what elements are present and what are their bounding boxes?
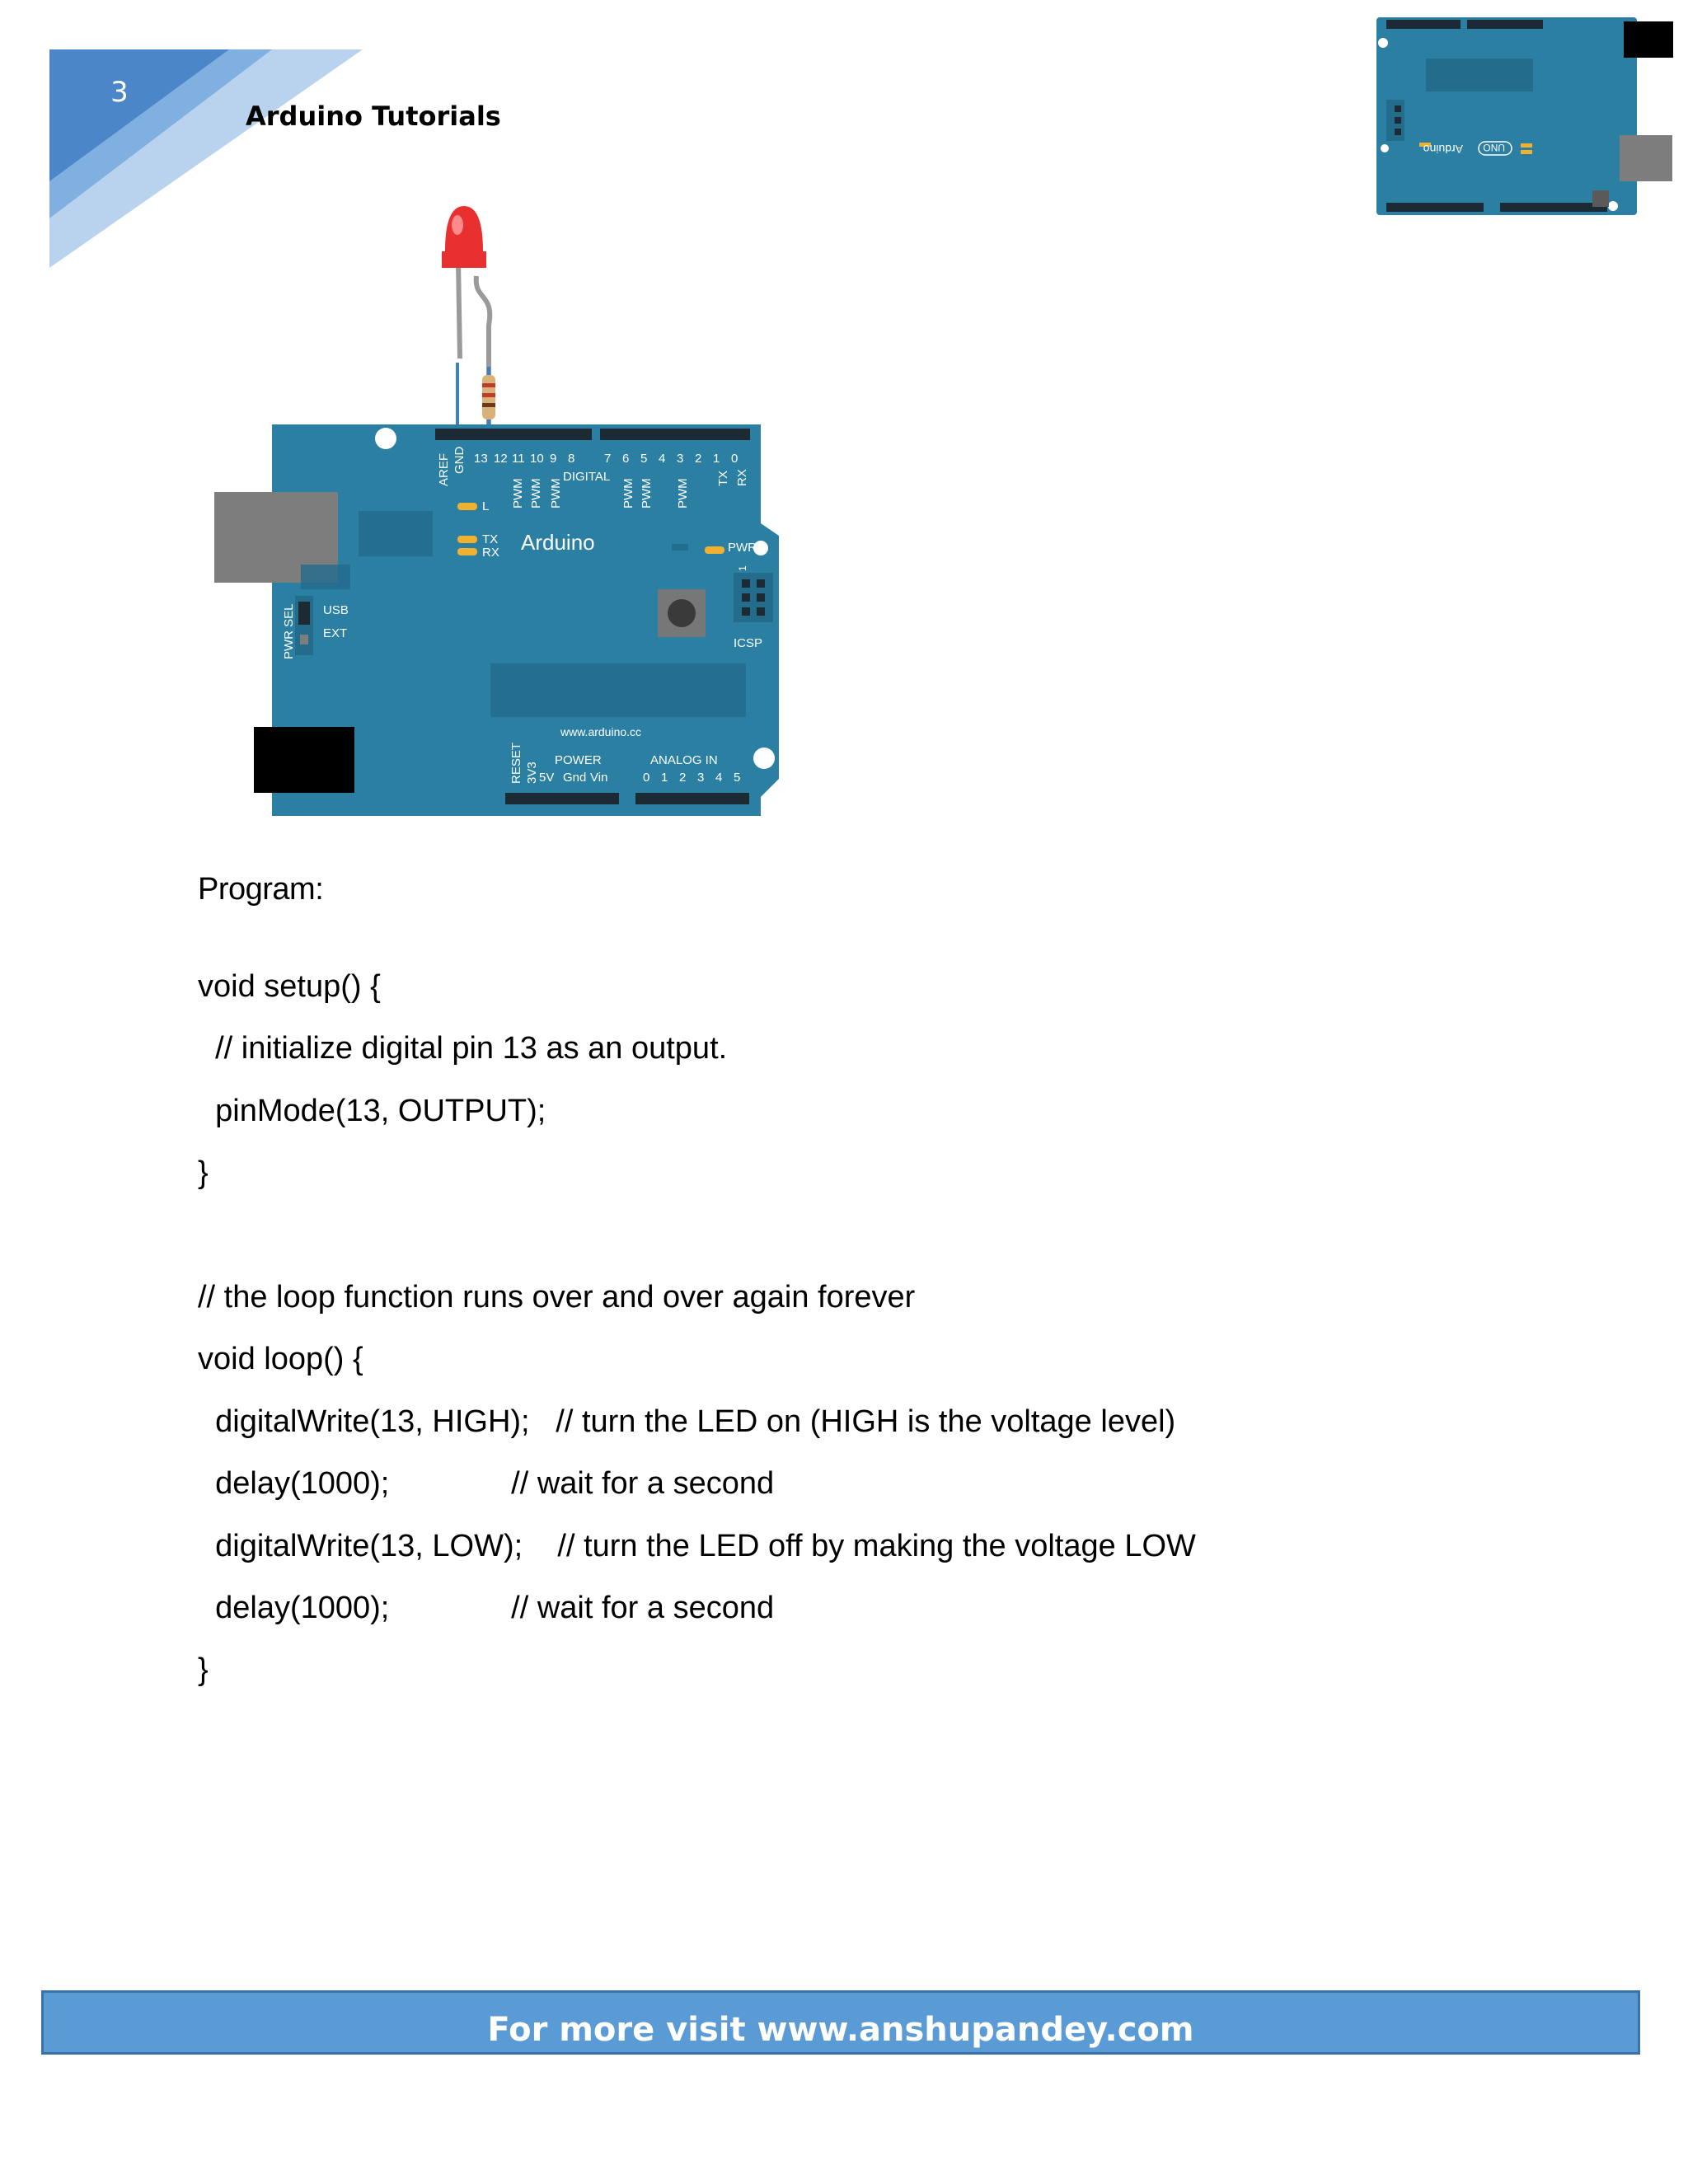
pin-label-12: 12 bbox=[494, 452, 508, 466]
code-line: } bbox=[198, 1155, 209, 1191]
header-decoration bbox=[49, 49, 363, 268]
ext-label: EXT bbox=[323, 626, 347, 640]
analog-pin-0: 0 bbox=[643, 771, 649, 785]
pin-label-11: 11 bbox=[512, 452, 525, 466]
digital-label: DIGITAL bbox=[563, 470, 610, 484]
icsp-header bbox=[734, 573, 773, 622]
pin-label-gnd: GND bbox=[452, 447, 467, 475]
analog-header bbox=[635, 793, 749, 804]
pwm-label-3: PWM bbox=[676, 478, 690, 509]
usb-label: USB bbox=[323, 603, 349, 617]
digital-header-right bbox=[600, 429, 750, 440]
code-line: delay(1000); // wait for a second bbox=[198, 1590, 775, 1625]
arduino-led-diagram: AREF GND 13 12 11 10 9 8 7 6 5 4 3 2 1 0… bbox=[214, 206, 779, 816]
analog-pin-4: 4 bbox=[715, 771, 722, 785]
pin-label-3: 3 bbox=[677, 452, 683, 466]
board-brand: Arduino bbox=[521, 530, 595, 555]
digital-header-left bbox=[435, 429, 592, 440]
pin-label-0: 0 bbox=[731, 452, 738, 466]
resistor bbox=[482, 375, 495, 419]
pin-label-aref: AREF bbox=[437, 453, 451, 486]
footer-bar: For more visit www.anshupandey.com bbox=[41, 1990, 1640, 2055]
pin-label-rx: RX bbox=[735, 469, 749, 486]
pwm-label-5: PWM bbox=[640, 478, 654, 509]
analog-pin-5: 5 bbox=[734, 771, 740, 785]
code-block: void setup() { // initialize digital pin… bbox=[198, 956, 1599, 1702]
pin-label-8: 8 bbox=[568, 452, 574, 466]
footer-link-text[interactable]: For more visit www.anshupandey.com bbox=[487, 2011, 1194, 2049]
pin-label-4: 4 bbox=[659, 452, 665, 466]
analog-pin-3: 3 bbox=[697, 771, 704, 785]
power-jack bbox=[254, 727, 354, 793]
analog-pin-2: 2 bbox=[679, 771, 686, 785]
pwr-label: PWR bbox=[728, 541, 757, 555]
pin-label-5: 5 bbox=[640, 452, 647, 466]
code-line: delay(1000); // wait for a second bbox=[198, 1466, 775, 1502]
code-line bbox=[198, 1205, 1599, 1267]
website-label: www.arduino.cc bbox=[560, 725, 641, 738]
pin-label-13: 13 bbox=[474, 452, 488, 466]
analog-label: ANALOG IN bbox=[650, 753, 718, 767]
code-line: pinMode(13, OUTPUT); bbox=[198, 1093, 546, 1128]
v33-label: 3V3 bbox=[525, 762, 539, 784]
power-pin-5v: 5V bbox=[539, 771, 554, 785]
power-pin-gnd: Gnd bbox=[563, 771, 586, 785]
code-line: } bbox=[198, 1652, 209, 1688]
pin-label-2: 2 bbox=[695, 452, 701, 466]
code-line: void loop() { bbox=[198, 1342, 363, 1377]
pin-label-7: 7 bbox=[604, 452, 611, 466]
pin-label-1: 1 bbox=[713, 452, 720, 466]
code-line: // initialize digital pin 13 as an outpu… bbox=[198, 1031, 728, 1066]
led-label-l: L bbox=[482, 499, 489, 513]
pwm-label-11: PWM bbox=[511, 478, 525, 509]
pin-label-9: 9 bbox=[550, 452, 556, 466]
thumbnail-power-jack bbox=[1624, 21, 1673, 58]
header-title: Arduino Tutorials bbox=[246, 101, 501, 132]
thumbnail-reset-button bbox=[1592, 190, 1609, 207]
pwm-label-6: PWM bbox=[621, 478, 635, 509]
thumbnail-uno: UNO bbox=[1483, 142, 1505, 153]
thumbnail-usb-port bbox=[1620, 135, 1672, 181]
program-heading: Program: bbox=[198, 872, 324, 907]
analog-pin-1: 1 bbox=[661, 771, 668, 785]
led-label-tx: TX bbox=[482, 532, 498, 546]
power-header bbox=[505, 793, 619, 804]
power-label: POWER bbox=[555, 753, 602, 767]
thumbnail-brand: Arduino bbox=[1423, 143, 1463, 156]
pin-label-10: 10 bbox=[530, 452, 544, 466]
code-line: void setup() { bbox=[198, 969, 381, 1004]
code-line: // the loop function runs over and over … bbox=[198, 1279, 916, 1315]
code-line: digitalWrite(13, LOW); // turn the LED o… bbox=[198, 1528, 1196, 1563]
pin-label-tx: TX bbox=[716, 471, 730, 486]
pin-label-6: 6 bbox=[622, 452, 629, 466]
led-label-rx: RX bbox=[482, 546, 499, 560]
icsp-pin1-label: 1 bbox=[737, 565, 748, 571]
reset-label: RESET bbox=[509, 743, 523, 784]
pwr-sel-label: PWR SEL bbox=[282, 603, 296, 659]
code-line: digitalWrite(13, HIGH); // turn the LED … bbox=[198, 1404, 1176, 1439]
page-number: 3 bbox=[110, 76, 129, 109]
pwm-label-10: PWM bbox=[529, 478, 543, 509]
pwm-label-9: PWM bbox=[549, 478, 563, 509]
thumbnail-board-body bbox=[1376, 17, 1637, 215]
arduino-uno-thumbnail: Arduino UNO bbox=[1376, 17, 1673, 215]
icsp-label: ICSP bbox=[734, 636, 762, 650]
power-pin-vin: Vin bbox=[590, 771, 607, 785]
